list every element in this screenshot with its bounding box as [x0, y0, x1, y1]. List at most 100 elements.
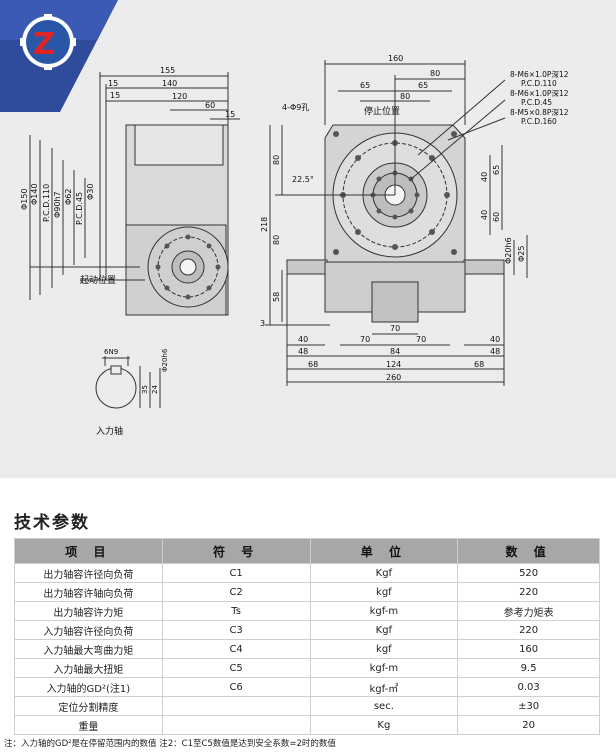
dim-68-right: 68 — [474, 360, 484, 369]
dim-pcd45: P.C.D.45 — [75, 192, 84, 225]
row-value: 0.03 — [457, 677, 600, 697]
row-value: ±30 — [457, 696, 600, 716]
dim-phi62: Φ62 — [64, 189, 73, 205]
hole-note-2: P.C.D.110 — [521, 79, 557, 88]
spec-table: 项 目 符 号 单 位 数 值 出力轴容许径向负荷 C1 Kgf 520 出力轴… — [14, 538, 600, 735]
dim-phi20h6: Φ20h6 — [504, 237, 513, 264]
dim-65b: 65 — [418, 81, 428, 90]
row-item: 出力轴容许轴向负荷 — [14, 582, 163, 602]
right-shaft — [463, 259, 505, 275]
dim-15b: 15 — [110, 91, 120, 100]
side-view — [29, 72, 240, 316]
row-value: 160 — [457, 639, 600, 659]
header-symbol: 符 号 — [161, 538, 311, 564]
dim-155: 155 — [160, 66, 175, 75]
stop-position-label: 停止位置 — [364, 105, 400, 117]
input-shaft-label: 入力轴 — [96, 425, 123, 437]
table-row: 定位分割精度 sec. ±30 — [14, 696, 600, 716]
side-dim-text: 155 140 120 60 15 15 15 Φ150 Φ140 P.C.D.… — [20, 66, 235, 286]
header-unit: 单 位 — [309, 538, 459, 564]
left-shaft — [286, 259, 328, 275]
table-row: 重量 Kg 20 — [14, 715, 600, 735]
row-unit: kgf-m — [309, 601, 459, 621]
dim-80-left: 80 — [272, 155, 281, 165]
row-unit: Kg — [309, 715, 459, 735]
dim-48-left: 48 — [298, 347, 308, 356]
row-unit: kgf-m — [309, 658, 459, 678]
row-symbol — [161, 696, 311, 716]
row-item: 重量 — [14, 715, 163, 735]
row-value: 220 — [457, 582, 600, 602]
row-symbol: C1 — [161, 563, 311, 583]
row-value: 参考力矩表 — [457, 601, 600, 621]
logo-letter: Z — [33, 27, 55, 62]
dim-40a: 40 — [480, 172, 489, 182]
dim-70-center: 70 — [390, 324, 400, 333]
hole-note-1: 8-M6×1.0P深12 — [510, 70, 569, 79]
row-symbol: C4 — [161, 639, 311, 659]
input-shaft-detail — [95, 356, 161, 409]
footnote: 注：入力轴的GD²是在停留范围内的数值 注2：C1至C5数值是达到安全系数=2时… — [4, 739, 336, 749]
dim-48-right: 48 — [490, 347, 500, 356]
row-symbol: C2 — [161, 582, 311, 602]
dim-phi150: Φ150 — [20, 188, 29, 210]
dim-80b: 80 — [400, 92, 410, 101]
row-item: 出力轴容许径向负荷 — [14, 563, 163, 583]
dim-120: 120 — [172, 92, 187, 101]
table-row: 入力轴最大扭矩 C5 kgf-m 9.5 — [14, 658, 600, 678]
drawing-svg: 155 140 120 60 15 15 15 Φ150 Φ140 P.C.D.… — [20, 54, 569, 437]
side-top-block — [134, 124, 224, 166]
dim-84: 84 — [390, 347, 400, 356]
dim-58: 58 — [272, 292, 281, 302]
row-item: 出力轴容许力矩 — [14, 601, 163, 621]
row-unit: kgf — [309, 639, 459, 659]
dim-60: 60 — [205, 101, 215, 110]
dim-phi30: Φ30 — [86, 184, 95, 200]
front-dim-text: 160 80 65 65 80 停止位置 4-Φ9孔 22.5° 8-M6×1.… — [260, 54, 569, 382]
row-value: 220 — [457, 620, 600, 640]
row-item: 入力轴最大弯曲力矩 — [14, 639, 163, 659]
dim-70-left: 70 — [360, 335, 370, 344]
dim-65a: 65 — [360, 81, 370, 90]
dim-68-left: 68 — [308, 360, 318, 369]
shaft-phi20: Φ20h6 — [161, 348, 169, 372]
header-item: 项 目 — [14, 538, 163, 564]
spec-header-row: 项 目 符 号 单 位 数 值 — [14, 538, 600, 564]
dim-70-right: 70 — [416, 335, 426, 344]
row-item: 入力轴的GD²(注1) — [14, 677, 163, 697]
dim-40-right: 40 — [490, 335, 500, 344]
table-row: 出力轴容许轴向负荷 C2 kgf 220 — [14, 582, 600, 602]
hole-note-6: P.C.D.160 — [521, 117, 557, 126]
dim-pcd110: P.C.D.110 — [42, 184, 51, 222]
row-symbol: Ts — [161, 601, 311, 621]
dim-80-top: 80 — [430, 69, 440, 78]
table-row: 入力轴的GD²(注1) C6 kgf-㎡ 0.03 — [14, 677, 600, 697]
dim-phi90h7: Φ90h7 — [53, 191, 62, 218]
dim-140: 140 — [162, 79, 177, 88]
row-unit: Kgf — [309, 620, 459, 640]
front-view — [265, 60, 528, 386]
dim-15a: 15 — [108, 79, 118, 88]
row-value: 9.5 — [457, 658, 600, 678]
hole-note-4: P.C.D.45 — [521, 98, 552, 107]
row-symbol: C3 — [161, 620, 311, 640]
table-row: 入力轴最大弯曲力矩 C4 kgf 160 — [14, 639, 600, 659]
dim-80-left2: 80 — [272, 235, 281, 245]
table-row: 出力轴容许力矩 Ts kgf-m 参考力矩表 — [14, 601, 600, 621]
dim-124: 124 — [386, 360, 401, 369]
dim-218: 218 — [260, 217, 269, 232]
technical-drawing: 155 140 120 60 15 15 15 Φ150 Φ140 P.C.D.… — [0, 0, 616, 478]
row-item: 入力轴容许径向负荷 — [14, 620, 163, 640]
company-logo: Z — [0, 0, 118, 112]
angle-label: 22.5° — [292, 175, 314, 184]
dim-40b: 40 — [480, 210, 489, 220]
row-symbol: C5 — [161, 658, 311, 678]
dim-65-right: 65 — [492, 165, 501, 175]
table-row: 入力轴容许径向负荷 C3 Kgf 220 — [14, 620, 600, 640]
dim-phi140: Φ140 — [30, 183, 39, 205]
row-symbol: C6 — [161, 677, 311, 697]
dim-60: 60 — [492, 212, 501, 222]
dim-260: 260 — [386, 373, 401, 382]
row-unit: Kgf — [309, 563, 459, 583]
keyway-label: 6N9 — [104, 348, 118, 356]
